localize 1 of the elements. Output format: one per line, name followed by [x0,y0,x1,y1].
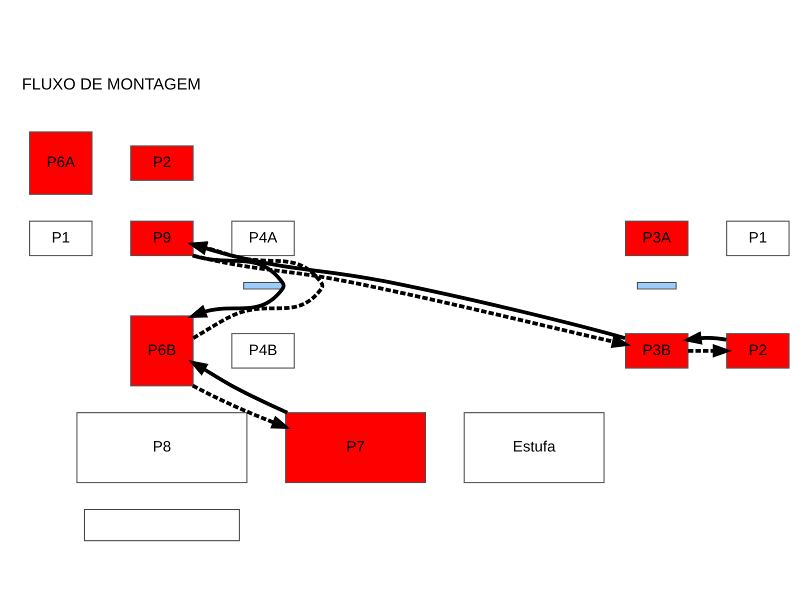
label: FLUXO DE MONTAGEM [22,75,201,94]
